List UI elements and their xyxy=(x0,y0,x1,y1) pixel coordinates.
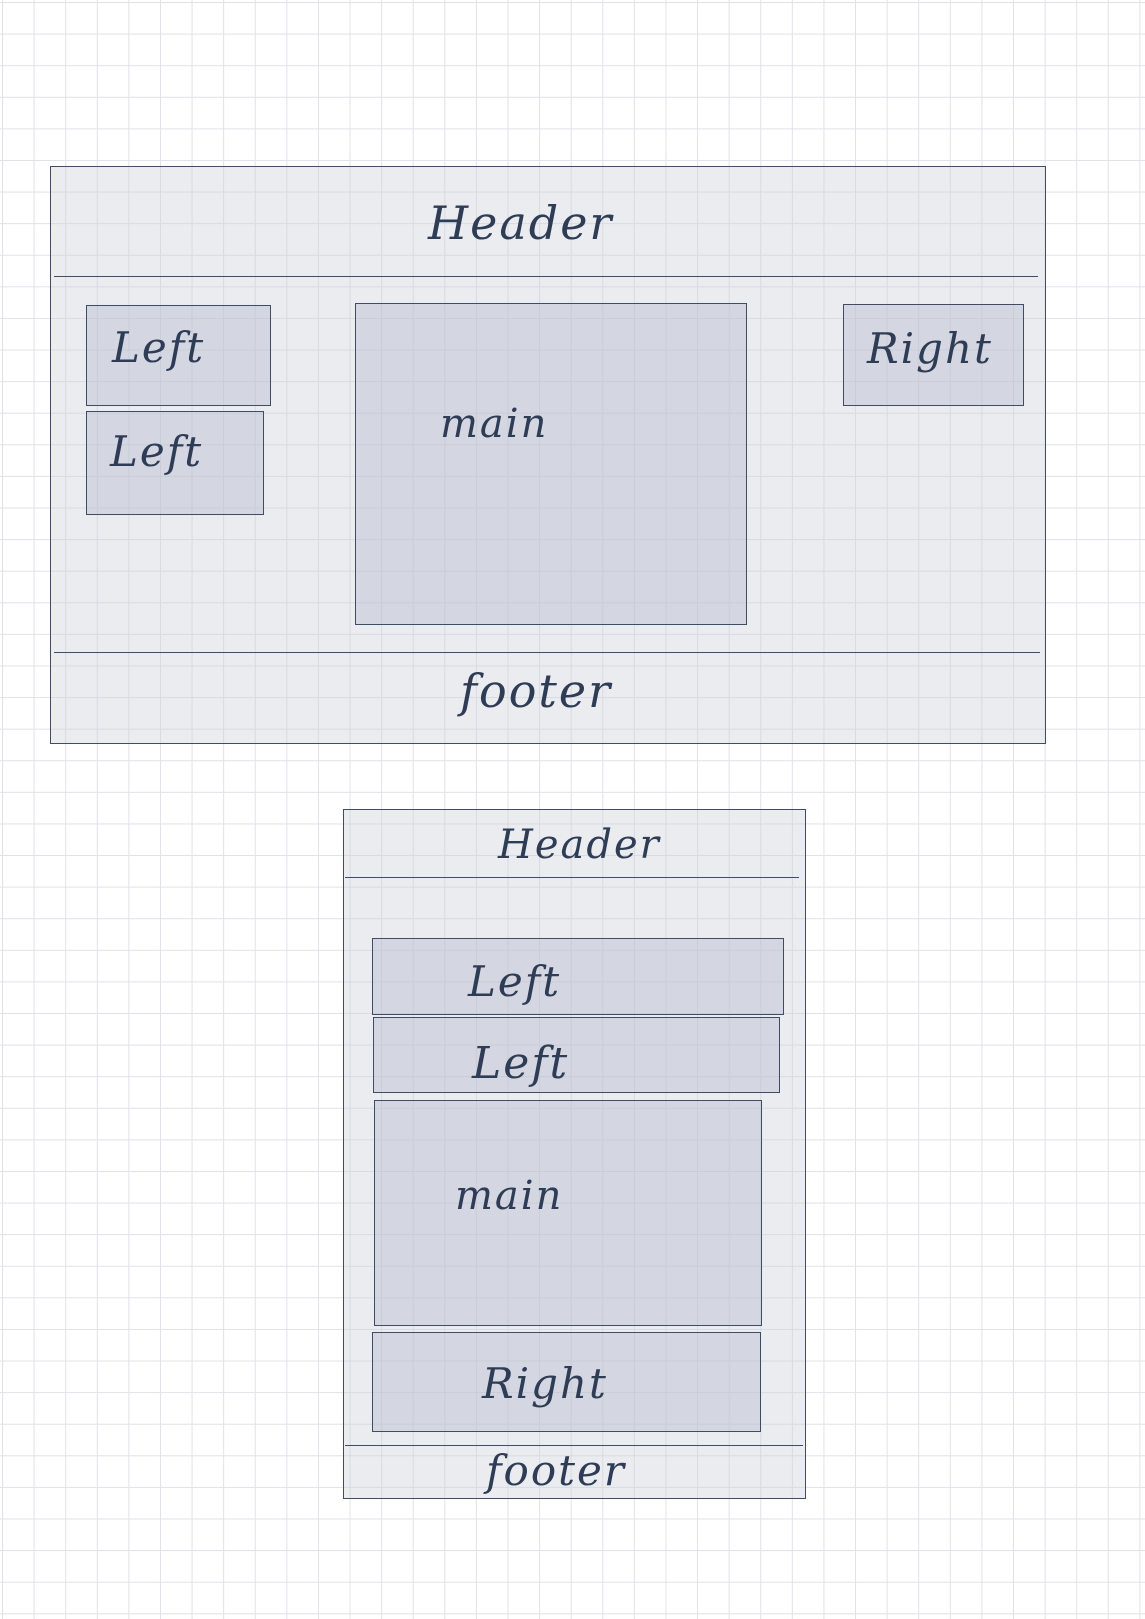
desktop-header-label: Header xyxy=(428,196,614,250)
mobile-left-label-1: Left xyxy=(468,957,562,1006)
mobile-left-label-2: Left xyxy=(472,1038,570,1089)
mobile-header-label: Header xyxy=(498,822,661,868)
mobile-layout-frame xyxy=(343,809,806,1499)
mobile-main-label: main xyxy=(455,1173,564,1219)
mobile-footer-divider xyxy=(345,1445,803,1446)
desktop-right-label: Right xyxy=(867,324,993,373)
mobile-left-box-2 xyxy=(373,1017,780,1093)
desktop-main-label: main xyxy=(440,401,549,447)
desktop-left-label-2: Left xyxy=(110,427,204,476)
mobile-main-box xyxy=(374,1100,762,1326)
mobile-header-divider xyxy=(345,877,799,878)
desktop-footer-divider xyxy=(54,652,1040,653)
desktop-main-box xyxy=(355,303,747,625)
desktop-left-box-2 xyxy=(86,411,264,515)
desktop-left-label-1: Left xyxy=(112,323,206,372)
desktop-footer-label: footer xyxy=(460,664,613,718)
desktop-right-box xyxy=(843,304,1024,406)
mobile-right-label: Right xyxy=(482,1359,608,1408)
mobile-right-box xyxy=(372,1332,761,1432)
desktop-header-divider xyxy=(54,276,1038,277)
desktop-left-box-1 xyxy=(86,305,271,406)
desktop-layout-frame xyxy=(50,166,1046,744)
mobile-footer-label: footer xyxy=(486,1446,626,1495)
mobile-left-box-1 xyxy=(372,938,784,1015)
